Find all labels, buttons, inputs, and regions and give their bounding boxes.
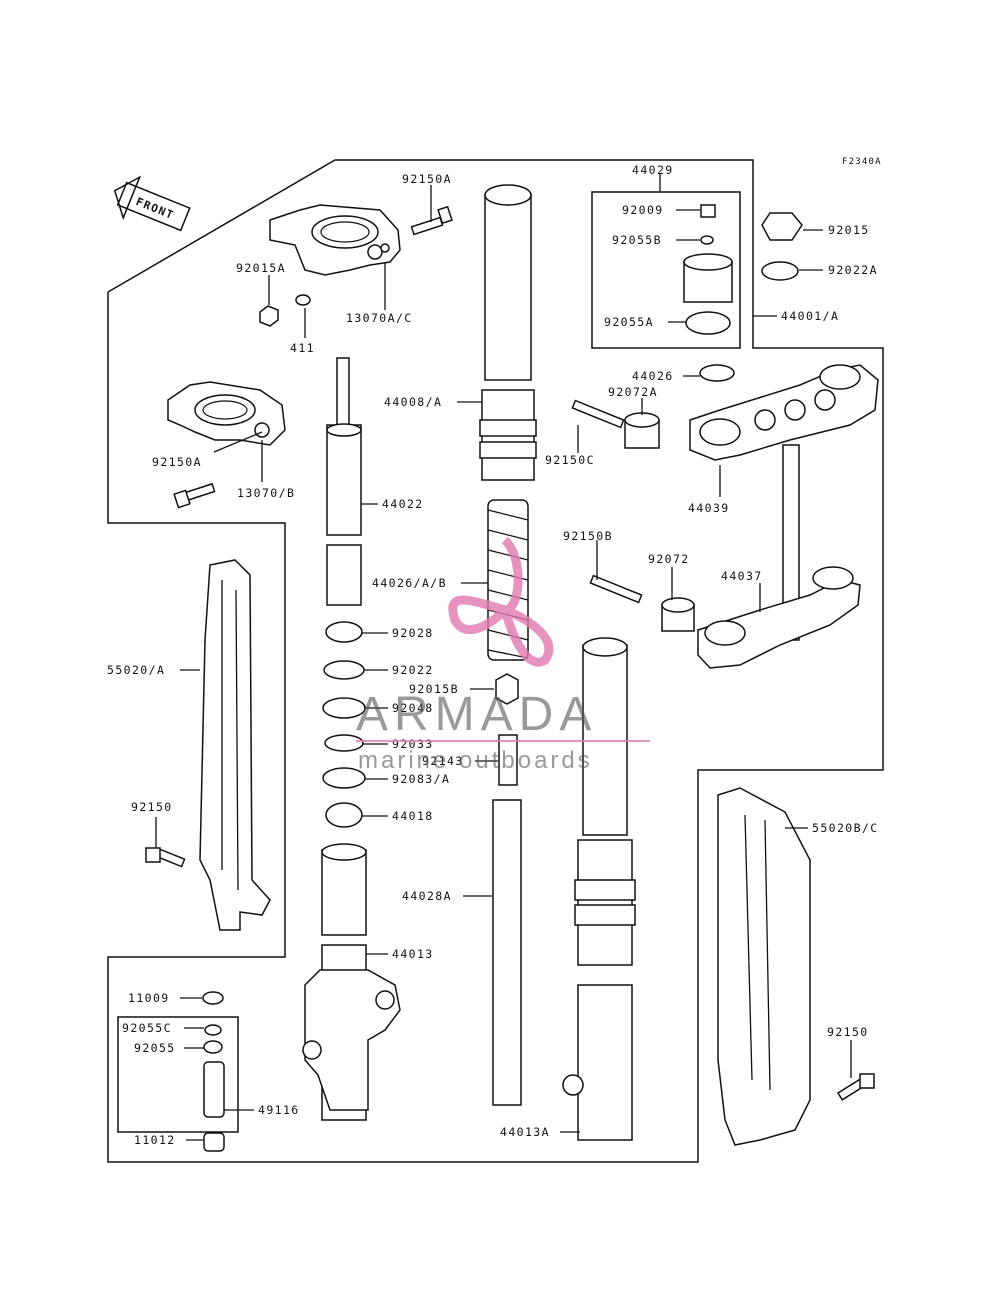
cap-nut-92015 [761, 212, 803, 241]
label-92055: 92055 [134, 1041, 176, 1055]
label-44026: 44026 [632, 369, 674, 383]
label-44013A: 44013A [500, 1125, 550, 1139]
bolt-92150A-top [410, 205, 453, 236]
label-13070B: 13070/B [237, 486, 295, 500]
label-44026AB: 44026/A/B [372, 576, 447, 590]
watermark-tagline: marine outboards [358, 747, 593, 774]
screw-92009 [700, 204, 716, 218]
label-55020BC: 55020B/C [812, 821, 879, 835]
label-411: 411 [290, 341, 315, 355]
washer-92022A [761, 261, 799, 281]
propeller-icon [448, 536, 554, 667]
label-92150-left: 92150 [131, 800, 173, 814]
leader-lines [155, 174, 852, 1141]
fork-guard-55020BC [717, 787, 811, 1146]
rod-44028A [492, 799, 522, 1106]
plug-11012 [203, 1132, 225, 1152]
cap-44026 [699, 364, 735, 382]
clamp-92072 [661, 597, 695, 632]
label-92022A: 92022A [828, 263, 878, 277]
label-92150-right: 92150 [827, 1025, 869, 1039]
lower-bracket-44037 [697, 444, 861, 669]
nut-92015B [495, 673, 519, 705]
watermark-logo: ARMADA marine outboards [356, 536, 650, 774]
clip-92033 [324, 734, 364, 752]
label-44018: 44018 [392, 809, 434, 823]
label-44029: 44029 [632, 163, 674, 177]
nut-92015A [259, 305, 279, 327]
washer-411 [295, 294, 311, 306]
watermark-brand: ARMADA [356, 688, 597, 741]
label-92009: 92009 [622, 203, 664, 217]
seal-92083A [322, 767, 366, 789]
spacer-92143 [498, 734, 518, 786]
oring-92055 [203, 1040, 223, 1054]
front-arrow-icon: FRONT [113, 175, 191, 232]
label-92072: 92072 [648, 552, 690, 566]
assembly-border-upper [107, 159, 884, 1163]
label-92150B: 92150B [563, 529, 613, 543]
label-44028A: 44028A [402, 889, 452, 903]
label-44008A: 44008/A [384, 395, 442, 409]
label-92055B: 92055B [612, 233, 662, 247]
label-44001A: 44001/A [781, 309, 839, 323]
label-92022: 92022 [392, 663, 434, 677]
label-49116: 49116 [258, 1103, 300, 1117]
label-92072A: 92072A [608, 385, 658, 399]
bolt-92150C [571, 399, 625, 429]
label-44039: 44039 [688, 501, 730, 515]
fork-guard-55020A [199, 559, 271, 931]
label-44013: 44013 [392, 947, 434, 961]
bolt-92150-right [836, 1073, 875, 1101]
outer-tube-44013 [302, 843, 401, 1121]
assembly-border-49116 [117, 1016, 239, 1133]
lower-fork-clamp [167, 381, 286, 446]
label-55020A: 55020/A [107, 663, 165, 677]
ring-92028 [325, 621, 363, 643]
label-92083A: 92083/A [392, 772, 450, 786]
bushing-44018 [325, 802, 363, 828]
label-92150A-top: 92150A [402, 172, 452, 186]
label-92150C: 92150C [545, 453, 595, 467]
label-11009: 11009 [128, 991, 170, 1005]
fork-leg-44013A [562, 637, 636, 1141]
label-92015: 92015 [828, 223, 870, 237]
label-92015A: 92015A [236, 261, 286, 275]
label-92150A-mid: 92150A [152, 455, 202, 469]
label-11012: 11012 [134, 1133, 176, 1147]
valve-49116 [203, 1061, 225, 1118]
label-92048: 92048 [392, 701, 434, 715]
label-44022: 44022 [382, 497, 424, 511]
label-92015B: 92015B [409, 682, 459, 696]
oring-92055C [204, 1024, 222, 1036]
cap-44029 [683, 253, 733, 303]
figure-code: F2340A [842, 157, 882, 167]
bolt-92150-left [145, 847, 186, 868]
oring-92055B [700, 235, 714, 245]
label-13070AC: 13070A/C [346, 311, 413, 325]
damper-rod-44022 [326, 357, 362, 606]
assembly-border-44029 [591, 191, 741, 349]
label-92028: 92028 [392, 626, 434, 640]
label-92055A: 92055A [604, 315, 654, 329]
upper-fork-clamp [269, 204, 401, 276]
bolt-92150A-mid [173, 482, 216, 509]
ring-92022 [323, 660, 365, 680]
oring-92055A [685, 311, 731, 335]
inner-tube-44008 [479, 184, 537, 481]
label-44037: 44037 [721, 569, 763, 583]
clamp-92072A [624, 412, 660, 449]
ring-11009 [202, 991, 224, 1005]
label-92143: 92143 [422, 754, 464, 768]
label-92055C: 92055C [122, 1021, 172, 1035]
bolt-92150B [589, 574, 643, 604]
upper-bracket-44039 [689, 364, 879, 461]
